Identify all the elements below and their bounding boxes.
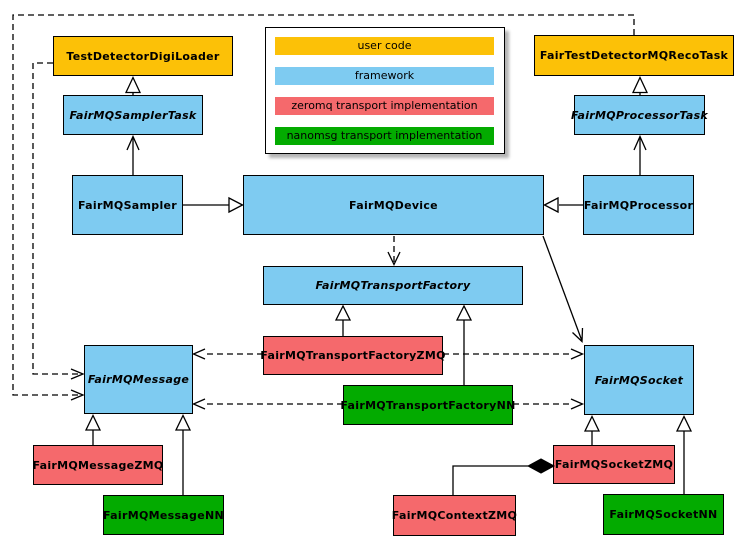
edge-factoryzmq-to-socket xyxy=(443,348,585,360)
legend-item-nanomsg: nanomsg transport implementation xyxy=(275,127,494,145)
node-fair-mq-transport-factory-zmq: FairMQTransportFactoryZMQ xyxy=(260,336,445,375)
legend: user code framework zeromq transport imp… xyxy=(265,27,505,154)
node-fair-test-detector-mq-reco-task: FairTestDetectorMQRecoTask xyxy=(534,35,734,76)
node-test-detector-digi-loader: TestDetectorDigiLoader xyxy=(53,36,233,76)
edge-sampler-to-device xyxy=(183,196,244,214)
edge-factoryzmq-to-factory xyxy=(334,304,352,336)
edge-factoryzmq-to-message xyxy=(191,348,263,360)
node-fair-mq-socket-nn: FairMQSocketNN xyxy=(603,494,724,535)
legend-label: user code xyxy=(357,39,412,52)
edge-processor-to-processortask xyxy=(633,134,647,175)
edge-messagenn-to-message xyxy=(174,414,192,495)
node-fair-mq-sampler: FairMQSampler xyxy=(72,175,183,235)
node-fair-mq-message: FairMQMessage xyxy=(84,345,193,414)
node-fair-mq-processor: FairMQProcessor xyxy=(583,175,694,235)
edge-socketnn-to-socket xyxy=(675,415,693,494)
legend-item-zeromq: zeromq transport implementation xyxy=(275,97,494,115)
legend-item-framework: framework xyxy=(275,67,494,85)
legend-label: nanomsg transport implementation xyxy=(286,129,483,142)
node-fair-mq-socket: FairMQSocket xyxy=(584,345,694,415)
edge-processor-to-device xyxy=(543,196,583,214)
edge-factorynn-to-factory xyxy=(455,304,473,385)
legend-label: zeromq transport implementation xyxy=(291,99,478,112)
legend-item-user-code: user code xyxy=(275,37,494,55)
edge-samplertask-to-digiloader xyxy=(124,75,142,95)
edge-factorynn-to-message xyxy=(191,398,343,410)
node-fair-mq-context-zmq: FairMQContextZMQ xyxy=(392,495,517,536)
node-fair-mq-message-nn: FairMQMessageNN xyxy=(103,495,224,535)
edge-socketzmq-to-socket xyxy=(583,415,601,445)
node-fair-mq-socket-zmq: FairMQSocketZMQ xyxy=(553,445,675,484)
node-fair-mq-sampler-task: FairMQSamplerTask xyxy=(63,95,203,135)
legend-label: framework xyxy=(354,69,415,82)
node-fair-mq-message-zmq: FairMQMessageZMQ xyxy=(32,445,163,485)
edge-processortask-to-recotask xyxy=(631,75,649,95)
edge-sampler-to-samplertask xyxy=(126,134,140,175)
edge-device-to-transportfactory xyxy=(387,236,401,267)
node-fair-mq-device: FairMQDevice xyxy=(243,175,544,235)
edge-contextzmq-to-socketzmq xyxy=(452,458,556,495)
node-fair-mq-processor-task: FairMQProcessorTask xyxy=(571,95,708,135)
node-fair-mq-transport-factory-nn: FairMQTransportFactoryNN xyxy=(340,385,515,425)
edge-messagezmq-to-message xyxy=(84,414,102,445)
edge-device-to-socket xyxy=(542,235,584,343)
edge-factorynn-to-socket xyxy=(513,398,585,410)
node-fair-mq-transport-factory: FairMQTransportFactory xyxy=(263,266,523,305)
